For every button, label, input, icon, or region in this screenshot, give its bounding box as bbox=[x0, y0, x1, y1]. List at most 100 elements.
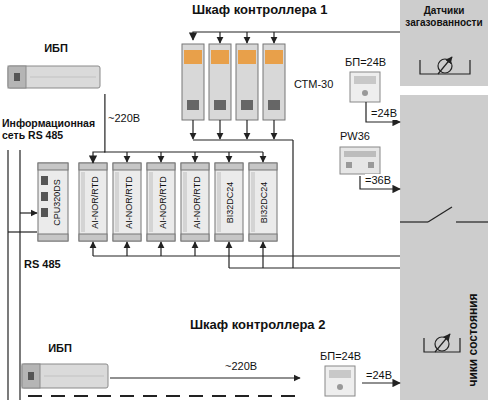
module-label: CPU320DS bbox=[52, 179, 61, 226]
controller-module bbox=[41, 192, 48, 201]
gas-alarm-unit bbox=[214, 100, 226, 110]
controller-module bbox=[41, 176, 48, 185]
wire bbox=[20, 212, 37, 213]
wire bbox=[194, 242, 195, 256]
ups-unit bbox=[8, 66, 100, 88]
module-label: BI32DC24 bbox=[226, 181, 235, 223]
gas-alarm-unit bbox=[241, 100, 253, 110]
gas-sensor-symbol bbox=[438, 57, 452, 74]
controller-module bbox=[79, 163, 107, 241]
controller-module bbox=[149, 172, 153, 232]
network-label: RS 485 bbox=[24, 258, 61, 271]
wire bbox=[262, 152, 263, 162]
wire bbox=[8, 231, 37, 232]
wire bbox=[246, 32, 247, 43]
gas-alarm-unit bbox=[209, 44, 231, 120]
wire bbox=[160, 152, 161, 162]
switch-symbol bbox=[428, 207, 452, 222]
sensor-panel bbox=[400, 0, 488, 86]
controller-module bbox=[147, 163, 175, 170]
power-supply-unit bbox=[340, 147, 380, 174]
wire bbox=[273, 32, 274, 43]
controller-module bbox=[249, 234, 277, 241]
controller-module bbox=[181, 163, 209, 170]
controller-module: AI-NOR/RTD bbox=[181, 163, 209, 241]
controller-module bbox=[79, 163, 107, 170]
label-holder: =24В bbox=[371, 107, 397, 120]
controller-module bbox=[113, 234, 141, 241]
controller-module bbox=[183, 172, 187, 232]
controller-module bbox=[79, 234, 107, 241]
module-label: чики состояния bbox=[466, 293, 478, 386]
controller-module: AI-NOR/RTD bbox=[79, 163, 107, 241]
gas-alarm-unit bbox=[236, 44, 258, 120]
label-holder: ~220В bbox=[225, 360, 257, 373]
controller-module bbox=[249, 163, 277, 241]
state-sensor-symbol bbox=[435, 334, 450, 352]
voltage-label: =24В bbox=[371, 107, 397, 120]
power-supply-box: PW36 bbox=[335, 130, 385, 176]
power-supply-unit bbox=[354, 76, 376, 84]
node-label: БП=24В bbox=[345, 56, 386, 69]
label-holder: Информационная сеть RS 485 bbox=[2, 117, 102, 141]
controller-module bbox=[115, 172, 119, 232]
controller-module bbox=[215, 163, 243, 170]
gas-alarm-group: СТМ-30 bbox=[178, 40, 338, 126]
label-holder: =24В bbox=[366, 369, 392, 382]
power-supply-unit bbox=[346, 162, 352, 168]
wire bbox=[7, 150, 8, 400]
controller-module bbox=[181, 234, 209, 241]
module-label: AI-NOR/RTD bbox=[159, 176, 168, 228]
gas-sensor-symbol bbox=[420, 57, 470, 74]
power-supply-unit bbox=[325, 72, 380, 396]
state-sensor-symbol bbox=[424, 334, 460, 352]
controller-module: BI32DC24 bbox=[249, 163, 277, 241]
wire bbox=[126, 242, 127, 256]
controller-module: BI32DC24 bbox=[215, 163, 243, 241]
gas-alarm-unit bbox=[184, 50, 202, 64]
sensor-panel bbox=[400, 95, 488, 400]
switch-symbol bbox=[456, 221, 488, 222]
voltage-label: ~220В bbox=[108, 112, 140, 125]
module-label: AI-NOR/RTD bbox=[125, 176, 134, 228]
sensor-panel bbox=[400, 0, 488, 400]
ups-unit bbox=[8, 66, 100, 88]
power-supply-unit bbox=[325, 366, 355, 396]
module-label: BI32DC24 bbox=[260, 181, 269, 223]
node-label: Датчики загазованности bbox=[402, 5, 486, 28]
power-supply-unit bbox=[344, 151, 376, 157]
power-supply-unit bbox=[368, 162, 374, 168]
controller-module bbox=[215, 163, 243, 241]
label-holder: ~220В bbox=[108, 112, 140, 125]
controller-module bbox=[249, 163, 277, 170]
label-holder: Шкаф контроллера 2 bbox=[190, 318, 325, 333]
wire bbox=[19, 150, 20, 400]
wire bbox=[126, 152, 127, 162]
cabinet-heading: Шкаф контроллера 1 bbox=[192, 3, 327, 18]
label-holder: RS 485 bbox=[24, 258, 61, 271]
wire bbox=[228, 152, 229, 162]
controller-module bbox=[113, 163, 141, 170]
wire bbox=[28, 395, 300, 397]
ups-unit bbox=[8, 66, 26, 88]
ups-unit bbox=[22, 364, 108, 388]
wire bbox=[104, 151, 263, 152]
wire bbox=[194, 152, 195, 162]
power-supply-box: БП=24В bbox=[320, 350, 362, 396]
node-label: СТМ-30 bbox=[294, 78, 333, 91]
connector bbox=[362, 382, 400, 383]
gas-alarm-unit bbox=[263, 44, 285, 120]
wire bbox=[160, 242, 161, 256]
gas-alarm-unit bbox=[265, 50, 283, 64]
gas-sensor-symbol bbox=[420, 60, 470, 74]
wire bbox=[262, 242, 263, 268]
voltage-label: =36В bbox=[365, 174, 391, 187]
power-supply-unit bbox=[350, 72, 380, 102]
controller-module bbox=[38, 163, 277, 241]
label-holder: Шкаф контроллера 1 bbox=[192, 3, 327, 18]
controller-module bbox=[38, 163, 68, 170]
node-label: БП=24В bbox=[320, 350, 361, 363]
